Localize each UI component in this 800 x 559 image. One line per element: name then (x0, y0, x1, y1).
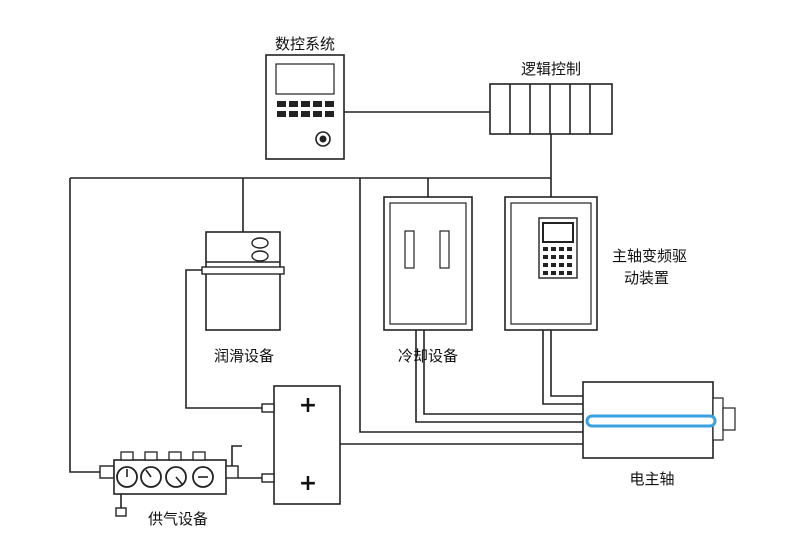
spindle-shaft-highlight (585, 414, 717, 428)
lubrication-unit: 润滑设备 (201, 231, 285, 365)
cnc-system-label: 数控系统 (275, 35, 335, 53)
air-supply-unit: 供气设备 (99, 445, 242, 528)
distributor-body (273, 385, 341, 505)
distributor-port-top (261, 403, 275, 413)
air-supply-label: 供气设备 (148, 510, 208, 528)
spindle-drive-label-line1: 主轴变频驱 (612, 247, 687, 265)
cooling-cabinet-inner (389, 202, 467, 325)
spindle-drive-keypad (543, 247, 572, 275)
plus-top-icon: + (299, 393, 317, 418)
logic-control-label: 逻辑控制 (521, 60, 581, 78)
spindle-drive-display (542, 222, 574, 243)
cooling-window-right (439, 230, 450, 269)
electric-spindle-unit: 电主轴 (582, 381, 736, 488)
connection-lines (69, 111, 583, 479)
cooling-window-left (404, 230, 415, 269)
plus-bottom-icon: + (299, 471, 317, 496)
cooling-label: 冷却设备 (398, 347, 458, 365)
spindle-drive-unit: 主轴变频驱 动装置 (504, 196, 687, 331)
lubrication-body (205, 231, 281, 331)
spindle-drive-label-line2: 动装置 (624, 269, 669, 287)
cnc-screen (275, 63, 335, 95)
cooling-unit: 冷却设备 (383, 196, 473, 365)
electric-spindle-label: 电主轴 (629, 470, 674, 488)
lubrication-label: 润滑设备 (214, 347, 274, 365)
lubrication-band (201, 266, 285, 275)
distributor-port-bottom (261, 473, 275, 483)
cnc-system: 数控系统 (265, 35, 345, 160)
logic-control-rack (489, 83, 613, 135)
air-gauge-icons (116, 466, 214, 488)
logic-control: 逻辑控制 (489, 60, 613, 135)
distributor-unit: + + (261, 385, 341, 505)
cnc-keypad (277, 101, 334, 117)
